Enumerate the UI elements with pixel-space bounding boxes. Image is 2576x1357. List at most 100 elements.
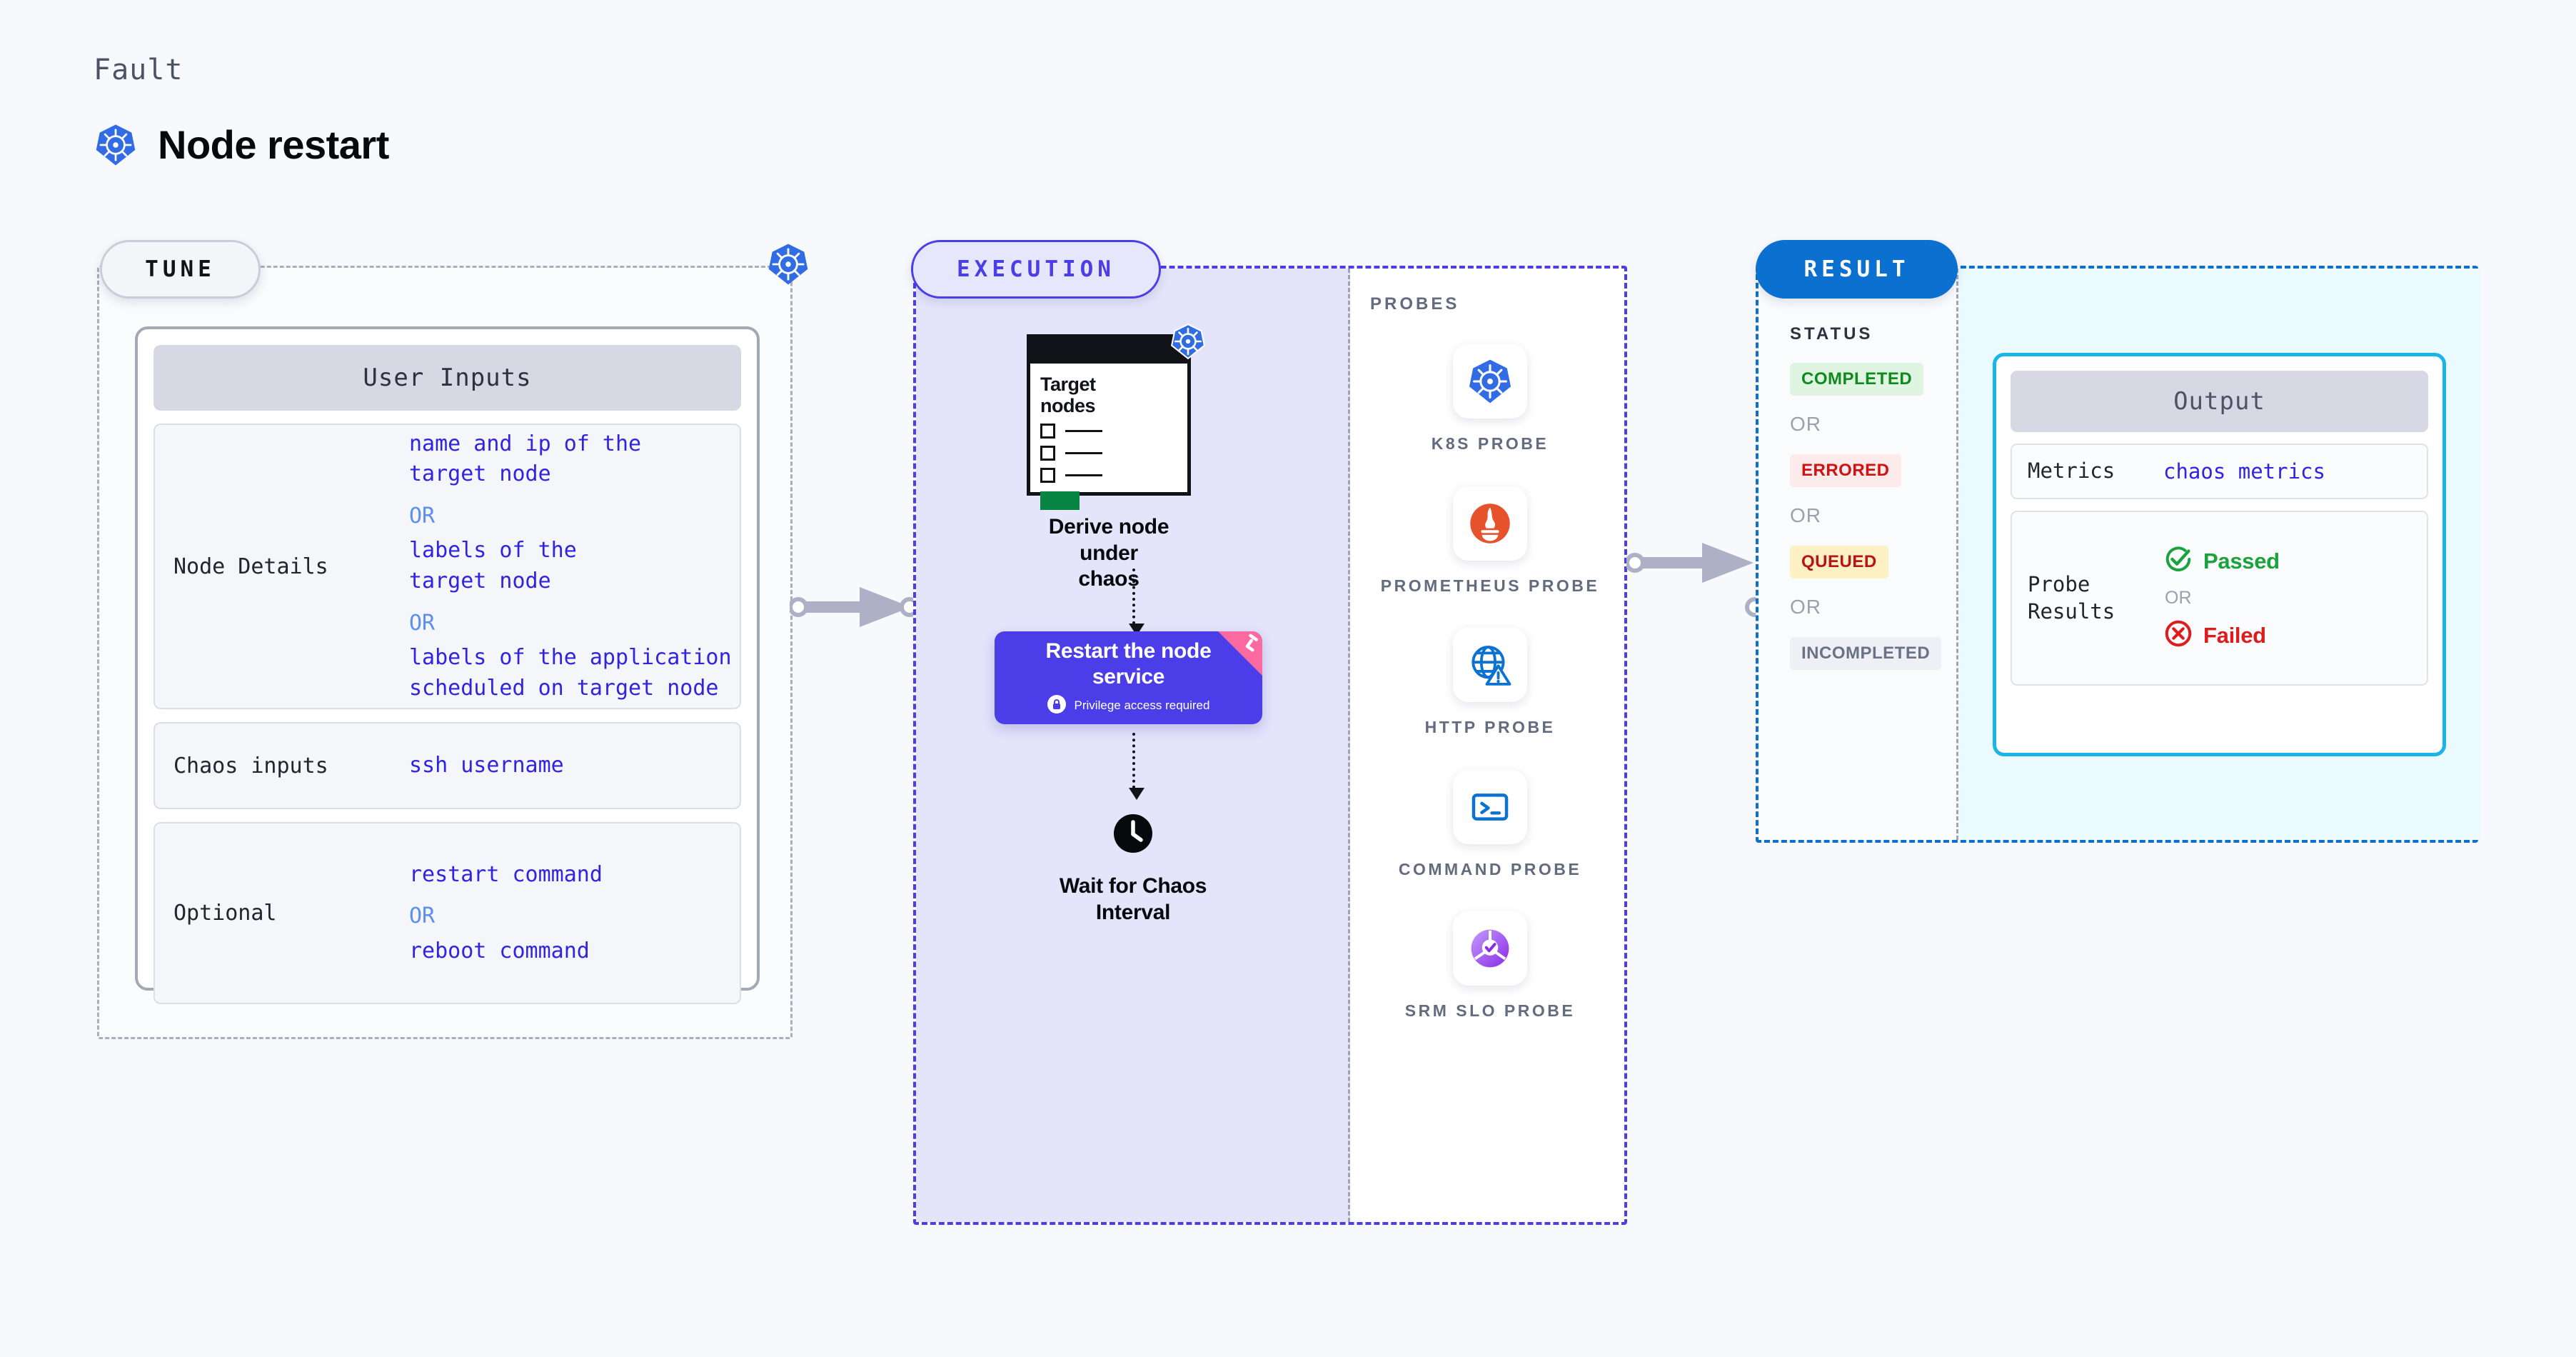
- flow-arrow-down: [1129, 733, 1144, 800]
- value-text: restart command: [409, 861, 603, 887]
- value-text: reboot command: [409, 938, 590, 963]
- probe-label: HTTP PROBE: [1424, 718, 1556, 736]
- stopwatch-ribbon-icon: [1218, 631, 1262, 676]
- probe-label: SRM SLO PROBE: [1404, 1001, 1576, 1020]
- user-inputs-title: User Inputs: [154, 345, 741, 411]
- output-card: Output Metrics chaos metrics Probe Resul…: [1993, 353, 2446, 756]
- connector-arrow-execution-to-result: [1626, 543, 1762, 617]
- restart-node-service-card: Restart the node service Privilege acces…: [995, 631, 1262, 724]
- flow-arrow-down: [1129, 569, 1144, 636]
- connector-arrow-tune-to-execution: [790, 587, 918, 627]
- checkbox-row: [1040, 424, 1187, 439]
- accent-bar: [1040, 491, 1080, 511]
- checkbox-icon: [1040, 446, 1055, 461]
- value-text: labels of the application: [409, 645, 732, 671]
- row-label: Metrics: [2028, 459, 2115, 484]
- globe-warning-icon: [1453, 628, 1527, 702]
- target-nodes-card: Target nodes: [1027, 323, 1206, 593]
- wait-label-line2: Interval: [1095, 900, 1171, 924]
- failed-text: Failed: [2203, 622, 2266, 648]
- row-values: name and ip of the target node OR labels…: [409, 429, 732, 704]
- wait-label-line1: Wait for Chaos: [1059, 874, 1207, 898]
- row-label: Chaos inputs: [173, 753, 328, 778]
- result-panel: STATUS COMPLETED OR ERRORED OR QUEUED OR…: [1756, 266, 2481, 843]
- passed-text: Passed: [2203, 548, 2280, 574]
- restart-card-title-line1: Restart the node: [1045, 639, 1212, 664]
- row-values: ssh username: [409, 751, 564, 781]
- wait-for-chaos-interval-step: Wait for Chaos Interval: [916, 811, 1350, 926]
- row-label: Probe Results: [2028, 571, 2163, 625]
- value-text: name and ip of the: [409, 431, 642, 456]
- probe-item-command[interactable]: COMMAND PROBE: [1350, 769, 1630, 882]
- derive-label-line1: Derive node under: [1048, 515, 1169, 565]
- fault-title-text: Node restart: [158, 122, 389, 167]
- target-card-title-line2: nodes: [1040, 395, 1096, 417]
- kubernetes-icon: [1169, 323, 1207, 364]
- privilege-note: Privilege access required: [1074, 698, 1210, 713]
- checkbox-icon: [1040, 468, 1055, 484]
- probe-label: K8S PROBE: [1431, 434, 1549, 453]
- metrics-value: chaos metrics: [2163, 459, 2325, 484]
- output-row-probe-results: Probe Results Passed OR: [2011, 511, 2428, 686]
- target-card-title-line1: Target: [1040, 374, 1096, 395]
- probe-item-k8s[interactable]: K8S PROBE: [1350, 344, 1630, 456]
- probe-result-failed: Failed: [2163, 619, 2280, 652]
- check-circle-icon: [2163, 544, 2193, 578]
- probe-results-label-line2: Results: [2028, 599, 2115, 624]
- result-output-region: Output Metrics chaos metrics Probe Resul…: [1958, 269, 2481, 840]
- value-text: ssh username: [409, 752, 564, 778]
- value-text: scheduled on target node: [409, 675, 719, 701]
- or-separator: OR: [1790, 596, 1821, 618]
- value-text: labels of the: [409, 538, 577, 564]
- input-row-chaos-inputs: Chaos inputs ssh username: [154, 722, 741, 809]
- checkbox-icon: [1040, 424, 1055, 439]
- status-badge-incompleted: INCOMPLETED: [1790, 637, 1942, 670]
- kubernetes-icon: [94, 123, 138, 167]
- user-inputs-card: User Inputs Node Details name and ip of …: [135, 326, 760, 1004]
- x-circle-icon: [2163, 619, 2193, 652]
- placeholder-line: [1065, 452, 1102, 455]
- probes-column: PROBES K8S PROBE: [1350, 269, 1630, 1222]
- probe-label: PROMETHEUS PROBE: [1380, 576, 1600, 595]
- stage-badge-tune[interactable]: TUNE: [100, 240, 261, 299]
- stage-badge-execution[interactable]: EXECUTION: [911, 240, 1161, 299]
- prometheus-icon: [1453, 486, 1527, 561]
- or-separator: OR: [409, 503, 436, 529]
- fault-eyebrow-label: Fault: [94, 54, 183, 86]
- status-badge-queued: QUEUED: [1790, 546, 1888, 579]
- restart-card-title-line2: service: [1092, 664, 1165, 688]
- probe-item-prometheus[interactable]: PROMETHEUS PROBE: [1350, 486, 1630, 599]
- stage-badge-result[interactable]: RESULT: [1756, 240, 1958, 299]
- row-label: Node Details: [173, 554, 328, 579]
- output-card-title: Output: [2011, 371, 2428, 432]
- probe-item-http[interactable]: HTTP PROBE: [1350, 628, 1630, 740]
- checkbox-row: [1040, 446, 1187, 461]
- or-separator: OR: [1790, 413, 1821, 435]
- input-row-optional: Optional restart command OR reboot comma…: [154, 822, 741, 1004]
- kubernetes-icon: [766, 242, 810, 290]
- card-title-bar: [1030, 338, 1187, 364]
- probe-item-srm-slo[interactable]: SRM SLO PROBE: [1350, 911, 1630, 1023]
- derive-node-label: Derive node under chaos: [1027, 514, 1191, 593]
- lock-icon: [1047, 694, 1066, 717]
- page-title: Node restart: [94, 121, 389, 168]
- value-text: target node: [409, 461, 551, 487]
- or-separator: OR: [2165, 588, 2192, 608]
- or-separator: OR: [1790, 504, 1821, 526]
- derive-label-line2: chaos: [1078, 567, 1139, 591]
- srm-slo-donut-icon: [1453, 911, 1527, 986]
- placeholder-line: [1065, 474, 1102, 477]
- placeholder-line: [1065, 430, 1102, 433]
- row-values: restart command OR reboot command: [409, 860, 603, 967]
- probe-results-values: Passed OR Failed: [2163, 544, 2280, 652]
- probes-section-label: PROBES: [1370, 294, 1460, 314]
- tune-panel: User Inputs Node Details name and ip of …: [97, 244, 808, 1039]
- clock-icon: [1111, 811, 1155, 859]
- probe-label: COMMAND PROBE: [1398, 859, 1582, 878]
- input-row-node-details: Node Details name and ip of the target n…: [154, 424, 741, 709]
- kubernetes-icon: [1453, 344, 1527, 419]
- checkbox-row: [1040, 468, 1187, 484]
- status-badge-completed: COMPLETED: [1790, 363, 1924, 396]
- status-section-label: STATUS: [1790, 324, 1873, 344]
- probe-result-passed: Passed: [2163, 544, 2280, 578]
